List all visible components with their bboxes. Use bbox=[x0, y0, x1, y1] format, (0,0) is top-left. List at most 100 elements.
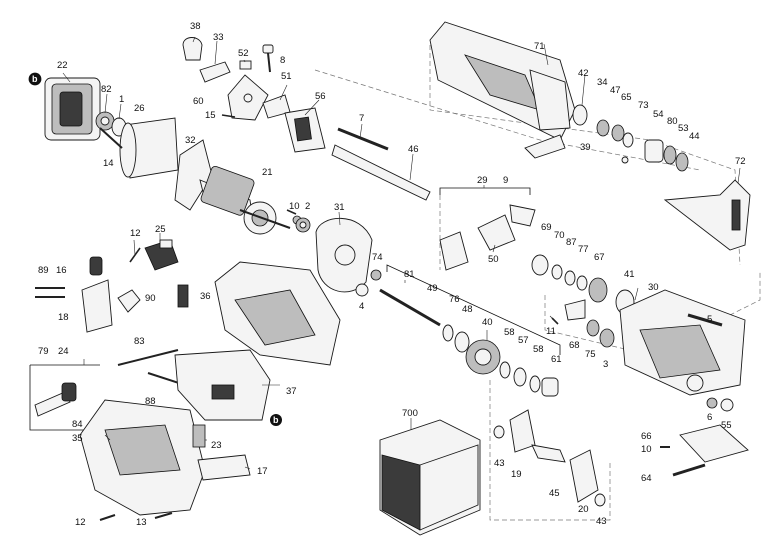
label-34: 34 bbox=[597, 77, 608, 88]
label-10-lower: 10 bbox=[641, 444, 652, 455]
label-43-b: 43 bbox=[596, 516, 607, 527]
label-69: 69 bbox=[541, 222, 552, 233]
gear-housing-30 bbox=[619, 289, 746, 396]
label-11: 11 bbox=[546, 326, 556, 337]
leader-lines bbox=[62, 36, 741, 470]
label-700: 700 bbox=[402, 408, 418, 419]
pin-64 bbox=[672, 463, 706, 477]
armature-21 bbox=[199, 166, 291, 235]
cord-clamp-83 bbox=[117, 349, 179, 366]
label-9: 9 bbox=[503, 175, 508, 186]
parts-34-47-65 bbox=[596, 119, 634, 148]
label-10-top: 10 bbox=[289, 201, 300, 212]
label-22: 22 bbox=[57, 60, 68, 71]
part-45 bbox=[531, 444, 566, 463]
label-72: 72 bbox=[735, 156, 746, 167]
spring-33 bbox=[199, 61, 231, 83]
label-33: 33 bbox=[213, 32, 224, 43]
bearing-74-4 bbox=[355, 269, 382, 297]
label-77: 77 bbox=[578, 244, 589, 255]
label-15: 15 bbox=[205, 110, 216, 121]
label-53: 53 bbox=[678, 123, 689, 134]
shoe-72 bbox=[663, 179, 751, 251]
pins-89-16 bbox=[35, 287, 65, 298]
label-58-a: 58 bbox=[504, 327, 515, 338]
cord-84 bbox=[34, 382, 77, 417]
label-5: 5 bbox=[707, 314, 712, 325]
part-90 bbox=[117, 289, 141, 313]
parts-20-43 bbox=[569, 449, 606, 507]
washers-6-55 bbox=[706, 397, 734, 412]
label-52: 52 bbox=[238, 48, 249, 59]
label-83: 83 bbox=[134, 336, 145, 347]
part-56 bbox=[284, 107, 326, 153]
label-39: 39 bbox=[580, 142, 591, 153]
label-48: 48 bbox=[462, 304, 473, 315]
svg-text:b: b bbox=[32, 74, 38, 84]
motor-field-22 bbox=[28, 72, 101, 141]
label-26: 26 bbox=[134, 103, 145, 114]
label-14: 14 bbox=[103, 158, 114, 169]
label-56: 56 bbox=[315, 91, 326, 102]
motor-housing-37 bbox=[174, 349, 271, 421]
label-50: 50 bbox=[488, 254, 499, 265]
bearing-67 bbox=[588, 277, 608, 303]
label-90: 90 bbox=[145, 293, 156, 304]
seal-42 bbox=[572, 104, 588, 126]
parts-73-54-80-53 bbox=[621, 139, 689, 172]
label-40: 40 bbox=[482, 317, 493, 328]
parts-11-68-75-3 bbox=[551, 299, 615, 348]
washers-69-70-87-77 bbox=[531, 254, 588, 291]
washers-76-48 bbox=[442, 324, 470, 353]
label-51: 51 bbox=[281, 71, 292, 82]
handle-housing-35 bbox=[79, 399, 206, 516]
label-19: 19 bbox=[511, 469, 522, 480]
label-60: 60 bbox=[193, 96, 204, 107]
screw-15 bbox=[221, 114, 236, 118]
label-18: 18 bbox=[58, 312, 69, 323]
label-74: 74 bbox=[372, 252, 383, 263]
label-87: 87 bbox=[566, 237, 577, 248]
label-30: 30 bbox=[648, 282, 659, 293]
label-17 bbox=[197, 454, 251, 481]
label-44: 44 bbox=[689, 131, 700, 142]
label-20: 20 bbox=[578, 504, 589, 515]
label-47: 47 bbox=[610, 85, 621, 96]
screw-5 bbox=[687, 313, 723, 327]
label-7: 7 bbox=[359, 113, 364, 124]
label-70: 70 bbox=[554, 230, 565, 241]
trigger-18 bbox=[81, 256, 113, 333]
screw-14 bbox=[99, 127, 123, 149]
washers-58-57-58-61 bbox=[499, 361, 559, 397]
label-1: 1 bbox=[119, 94, 124, 105]
label-23: 23 bbox=[211, 440, 222, 451]
part-23 bbox=[192, 424, 206, 448]
front-cover-71 bbox=[429, 21, 576, 141]
label-81: 81 bbox=[404, 269, 415, 280]
label-65: 65 bbox=[621, 92, 632, 103]
label-54: 54 bbox=[653, 109, 664, 120]
bracket-79-24 bbox=[29, 364, 100, 431]
gear-40 bbox=[465, 339, 501, 375]
label-36: 36 bbox=[200, 291, 211, 302]
label-66: 66 bbox=[641, 431, 652, 442]
label-35: 35 bbox=[72, 433, 83, 444]
baffle-32 bbox=[174, 139, 213, 211]
part-8 bbox=[262, 44, 274, 73]
label-2: 2 bbox=[305, 201, 310, 212]
part-39 bbox=[524, 134, 566, 159]
label-41: 41 bbox=[624, 269, 635, 280]
label-38: 38 bbox=[190, 21, 201, 32]
parts-43-19 bbox=[493, 409, 536, 453]
label-89: 89 bbox=[38, 265, 49, 276]
label-71: 71 bbox=[534, 41, 545, 52]
label-84: 84 bbox=[72, 419, 83, 430]
label-55: 55 bbox=[721, 420, 732, 431]
label-32: 32 bbox=[185, 135, 196, 146]
label-57: 57 bbox=[518, 335, 529, 346]
fan-baffle-26 bbox=[119, 117, 179, 179]
label-43-a: 43 bbox=[494, 458, 505, 469]
lever-66 bbox=[679, 424, 749, 463]
part-52 bbox=[239, 60, 252, 70]
badge-b-2: b bbox=[270, 414, 282, 426]
